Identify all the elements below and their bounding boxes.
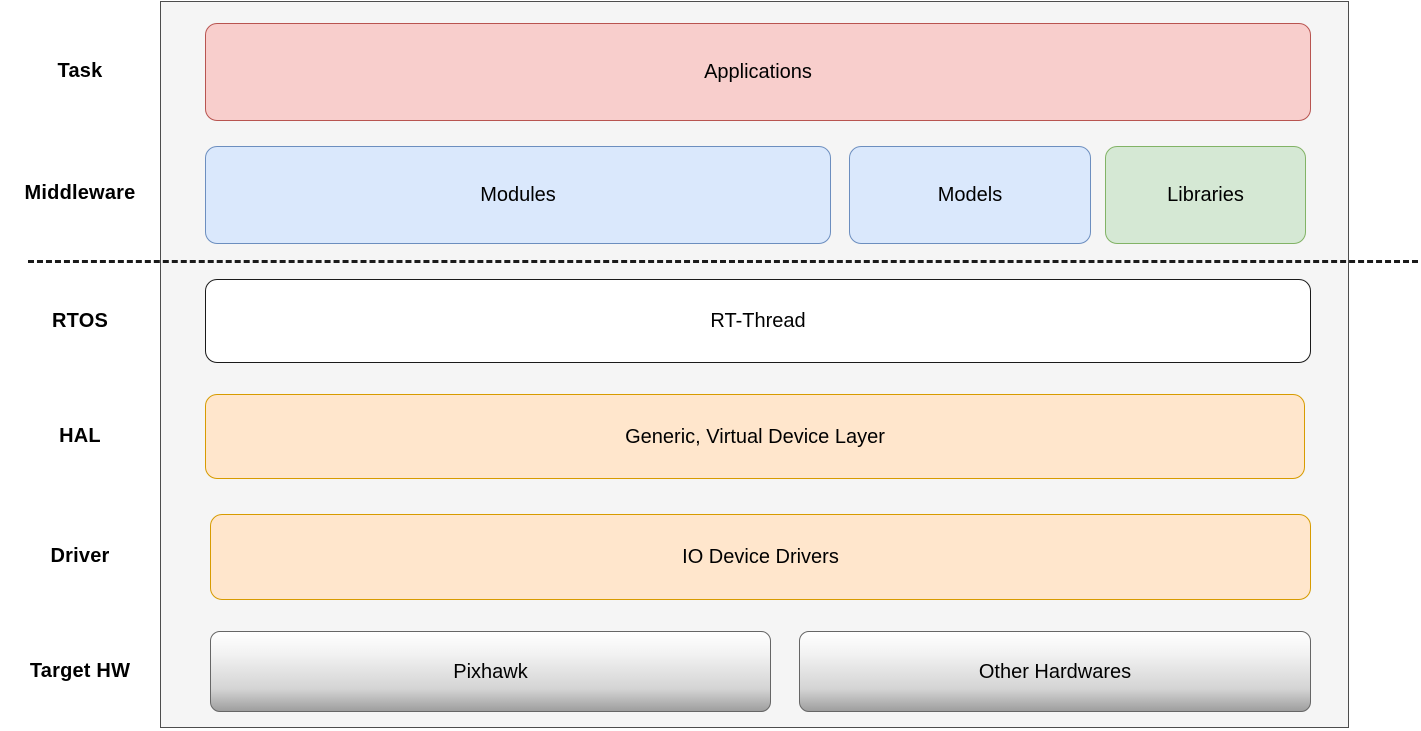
node-rt-thread[interactable]: RT-Thread (205, 279, 1311, 363)
node-other-hardwares[interactable]: Other Hardwares (799, 631, 1311, 712)
layer-label-middleware: Middleware (24, 182, 136, 204)
node-modules-label: Modules (480, 184, 556, 206)
node-rt-thread-label: RT-Thread (710, 310, 806, 332)
node-pixhawk[interactable]: Pixhawk (210, 631, 771, 712)
node-io-device-drivers-label: IO Device Drivers (682, 546, 839, 568)
node-io-device-drivers[interactable]: IO Device Drivers (210, 514, 1311, 600)
layer-label-driver: Driver (50, 545, 110, 567)
layer-label-target-hw: Target HW (29, 660, 131, 682)
layer-boundary-divider (28, 260, 1418, 263)
node-libraries-label: Libraries (1167, 184, 1244, 206)
node-other-hardwares-label: Other Hardwares (978, 660, 1132, 683)
node-modules[interactable]: Modules (205, 146, 831, 244)
layer-label-rtos: RTOS (52, 310, 108, 332)
node-generic-virtual-device-layer[interactable]: Generic, Virtual Device Layer (205, 394, 1305, 479)
node-models[interactable]: Models (849, 146, 1091, 244)
node-models-label: Models (937, 184, 1003, 206)
layer-label-hal: HAL (59, 425, 101, 447)
layer-label-task: Task (57, 60, 103, 82)
architecture-panel: Applications Modules Models Libraries RT… (160, 1, 1349, 728)
node-applications-label: Applications (704, 61, 812, 83)
node-pixhawk-label: Pixhawk (453, 660, 528, 683)
node-applications[interactable]: Applications (205, 23, 1311, 121)
node-generic-virtual-device-layer-label: Generic, Virtual Device Layer (625, 425, 885, 448)
node-libraries[interactable]: Libraries (1105, 146, 1306, 244)
